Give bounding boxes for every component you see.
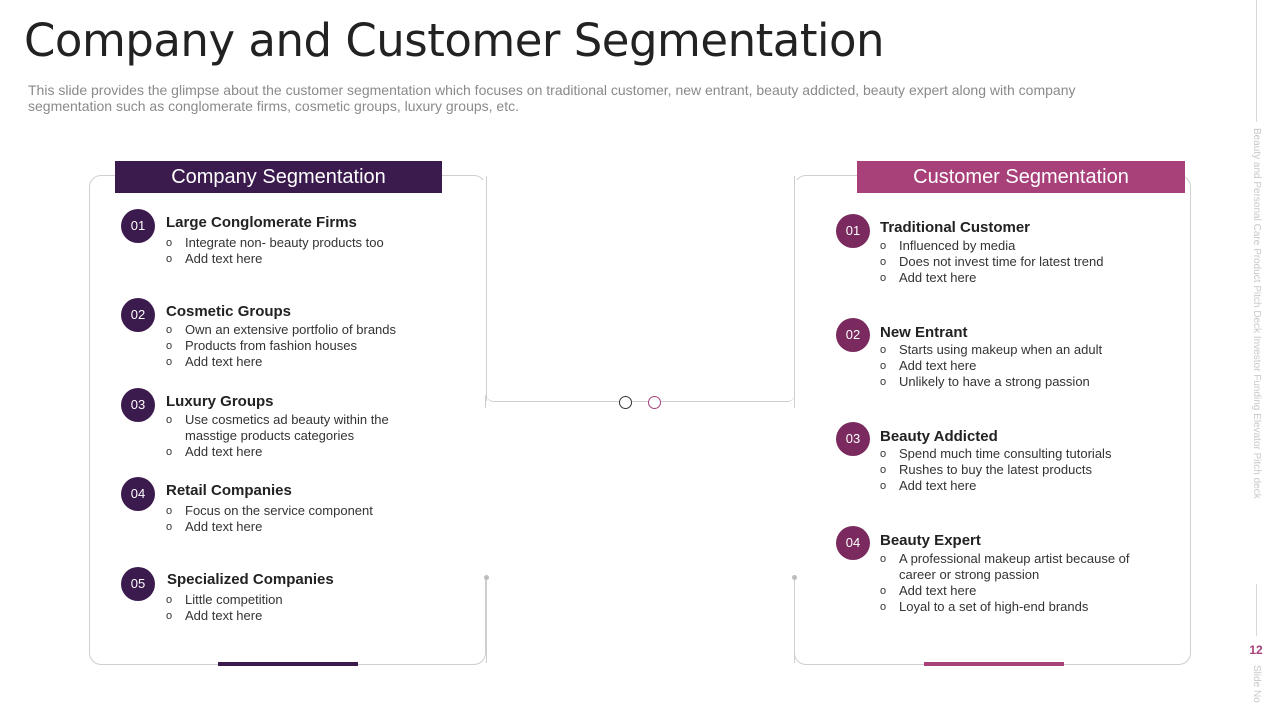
connector-left-edge <box>486 176 487 401</box>
bullet-circle-icon: o <box>166 521 173 533</box>
left-panel-lower-edge <box>486 577 487 663</box>
bullet-circle-icon: o <box>880 376 887 388</box>
bullet-circle-icon: o <box>166 610 173 622</box>
bullet-circle-icon: o <box>880 464 887 476</box>
item-title: Cosmetic Groups <box>166 303 292 320</box>
bullet-circle-icon: o <box>880 448 887 460</box>
slide-number: 12 <box>1249 643 1263 657</box>
customer-segmentation-header: Customer Segmentation <box>857 161 1185 193</box>
bullet-circle-icon: o <box>166 237 173 249</box>
bullet-circle-icon: o <box>880 480 887 492</box>
bullet-circle-icon: o <box>880 360 887 372</box>
item-title: Retail Companies <box>166 482 292 499</box>
item-title: Beauty Addicted <box>880 428 998 445</box>
panel-connector <box>486 175 795 402</box>
item-number-badge: 04 <box>121 477 155 511</box>
bullet-circle-icon: o <box>166 446 173 458</box>
company-segmentation-panel <box>89 175 486 665</box>
item-number-badge: 02 <box>836 318 870 352</box>
bullet-circle-icon: o <box>166 340 173 352</box>
item-number-badge: 04 <box>836 526 870 560</box>
company-segmentation-header: Company Segmentation <box>115 161 442 193</box>
bullet-circle-icon: o <box>166 594 173 606</box>
bullet-circle-icon: o <box>880 601 887 613</box>
bullet-circle-icon: o <box>880 553 887 565</box>
item-number-badge: 03 <box>836 422 870 456</box>
side-divider-bottom <box>1256 584 1257 636</box>
item-number-badge: 01 <box>121 209 155 243</box>
right-panel-lower-edge <box>794 577 795 663</box>
item-title: Beauty Expert <box>880 532 981 549</box>
bullet-circle-icon: o <box>166 324 173 336</box>
connector-ring-magenta <box>648 396 661 409</box>
left-edge-dot <box>484 575 489 580</box>
customer-panel-accent-bar <box>924 662 1064 666</box>
item-title: Traditional Customer <box>880 219 1031 236</box>
left-panel-gap-lower <box>480 408 492 576</box>
item-title: New Entrant <box>880 324 968 341</box>
item-number-badge: 03 <box>121 388 155 422</box>
connector-right-edge <box>794 176 795 401</box>
bullet-circle-icon: o <box>166 414 173 426</box>
bullet-circle-icon: o <box>880 240 887 252</box>
company-panel-accent-bar <box>218 662 358 666</box>
item-number-badge: 02 <box>121 298 155 332</box>
deck-title-vertical: Beauty and Personal Care Product Pitch D… <box>1251 128 1262 499</box>
bullet-circle-icon: o <box>880 272 887 284</box>
bullet-circle-icon: o <box>166 356 173 368</box>
bullet-circle-icon: o <box>166 505 173 517</box>
item-title: Specialized Companies <box>167 571 334 588</box>
connector-ring-dark <box>619 396 632 409</box>
right-panel-gap-lower <box>788 408 800 576</box>
bullet-circle-icon: o <box>880 256 887 268</box>
bullet-circle-icon: o <box>166 253 173 265</box>
slide-number-label: Slide No <box>1251 665 1262 703</box>
slide-title: Company and Customer Segmentation <box>24 14 885 67</box>
item-number-badge: 05 <box>121 567 155 601</box>
bullet-circle-icon: o <box>880 344 887 356</box>
item-title: Luxury Groups <box>166 393 274 410</box>
right-edge-dot <box>792 575 797 580</box>
customer-segmentation-panel <box>794 175 1191 665</box>
side-divider-top <box>1256 0 1257 122</box>
bullet-circle-icon: o <box>880 585 887 597</box>
slide-subtitle: This slide provides the glimpse about th… <box>28 82 1076 114</box>
item-title: Large Conglomerate Firms <box>166 214 357 231</box>
item-number-badge: 01 <box>836 214 870 248</box>
